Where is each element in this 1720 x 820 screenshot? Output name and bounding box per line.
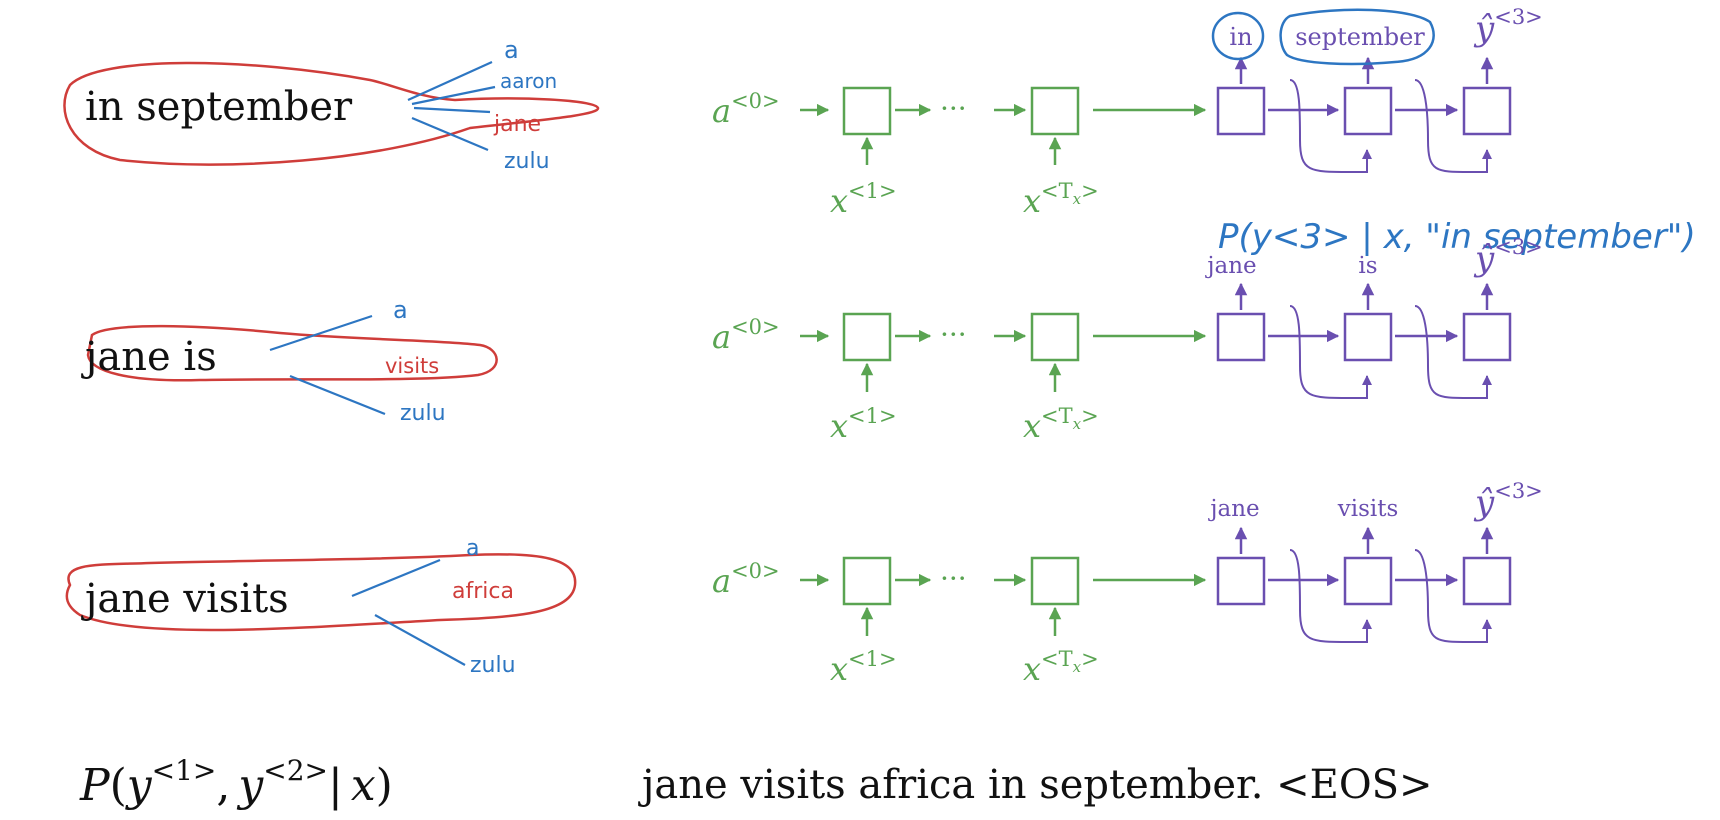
decoder-output-jane-2: jane xyxy=(1204,253,1256,279)
handwritten-probability: P(y<3> | x, "in september") xyxy=(1218,217,1696,257)
left-phrase-2: jane is xyxy=(81,334,217,380)
decoder-output-visits-3: visits xyxy=(1337,496,1399,522)
feedback-arrow-1b xyxy=(1414,79,1492,173)
encoder-cell-T-2 xyxy=(1030,312,1080,362)
decoder-cell-1-1 xyxy=(1216,86,1266,136)
candidate-visits-2: visits xyxy=(385,354,439,378)
left-phrase-1: in september xyxy=(85,84,353,130)
left-block-3: jane visits a africa zulu xyxy=(65,536,577,678)
left-phrase-3: jane visits xyxy=(81,576,289,622)
blue-circle-in xyxy=(1211,11,1265,61)
decoder-output-in-1: in xyxy=(1229,23,1252,51)
blue-circle-september xyxy=(1279,8,1435,66)
candidate-line-a-3 xyxy=(351,558,441,598)
candidate-line-zulu-3 xyxy=(374,614,466,666)
candidate-zulu-1: zulu xyxy=(504,149,550,174)
decoder-cell-3-1 xyxy=(1462,86,1512,136)
left-block-1: in september a aaron jane zulu xyxy=(63,36,600,174)
encoder-dots-2: ··· xyxy=(940,318,967,351)
candidate-jane-1: jane xyxy=(493,112,541,137)
xT-label-2: x<Tx> xyxy=(1023,404,1099,445)
encoder-dots-3: ··· xyxy=(940,562,967,595)
network-row-1: a<0> ··· x<1> x<Tx> in september ŷ<3> xyxy=(712,5,1543,220)
decoder-cell-1-3 xyxy=(1216,556,1266,606)
x1-label-3: x<1> xyxy=(830,647,897,688)
y3-label-2: ŷ<3> xyxy=(1473,235,1543,279)
encoder-cell-T-1 xyxy=(1030,86,1080,136)
candidate-a-2: a xyxy=(393,296,408,324)
x1-label-2: x<1> xyxy=(830,404,897,445)
decoder-output-jane-3: jane xyxy=(1207,496,1259,522)
candidate-a-3: a xyxy=(466,536,479,561)
encoder-cell-1-2 xyxy=(842,312,892,362)
candidate-line-a-2 xyxy=(269,314,373,352)
candidate-line-zulu-1 xyxy=(411,116,489,152)
decoder-cell-2-2 xyxy=(1343,312,1393,362)
candidate-line-a-1 xyxy=(407,60,493,102)
encoder-cell-1-1 xyxy=(842,86,892,136)
candidate-line-zulu-2 xyxy=(289,374,386,416)
candidate-aaron-1: aaron xyxy=(500,69,557,93)
feedback-arrow-1a xyxy=(1289,79,1372,173)
x1-label-1: x<1> xyxy=(830,179,897,220)
decoder-cell-1-2 xyxy=(1216,312,1266,362)
red-selection-loop-2 xyxy=(86,324,498,382)
decoder-output-is-2: is xyxy=(1358,253,1377,279)
decoder-cell-2-1 xyxy=(1343,86,1393,136)
decoder-output-september-1: september xyxy=(1295,23,1425,51)
encoder-dots-1: ··· xyxy=(940,92,967,125)
candidate-zulu-3: zulu xyxy=(470,653,516,678)
feedback-arrow-2b xyxy=(1414,305,1492,399)
feedback-arrow-3a xyxy=(1289,549,1372,643)
a0-label-1: a<0> xyxy=(712,89,780,130)
encoder-cell-T-3 xyxy=(1030,556,1080,606)
a0-label-2: a<0> xyxy=(712,315,780,356)
xT-label-1: x<Tx> xyxy=(1023,179,1099,220)
encoder-cell-1-3 xyxy=(842,556,892,606)
network-row-2: a<0> ··· x<1> x<Tx> jane is ŷ<3> xyxy=(712,235,1543,445)
bottom-probability-formula: P(y<1>,y<2>|x) xyxy=(79,754,393,811)
feedback-arrow-3b xyxy=(1414,549,1492,643)
candidate-zulu-2: zulu xyxy=(400,401,446,426)
candidate-line-jane-1 xyxy=(413,106,491,114)
left-block-2: jane is a visits zulu xyxy=(81,296,498,426)
red-selection-loop-3 xyxy=(65,553,577,632)
y3-label-3: ŷ<3> xyxy=(1473,479,1543,523)
decoder-cell-3-3 xyxy=(1462,556,1512,606)
feedback-arrow-2a xyxy=(1289,305,1372,399)
red-selection-loop-1 xyxy=(63,61,600,166)
network-row-3: a<0> ··· x<1> x<Tx> jane visits ŷ<3> xyxy=(712,479,1543,688)
decoder-cell-3-2 xyxy=(1462,312,1512,362)
a0-label-3: a<0> xyxy=(712,559,780,600)
candidate-line-aaron-1 xyxy=(411,85,496,106)
candidate-a-1: a xyxy=(504,36,519,64)
candidate-africa-3: africa xyxy=(452,579,514,604)
y3-label-1: ŷ<3> xyxy=(1473,5,1543,49)
xT-label-3: x<Tx> xyxy=(1023,647,1099,688)
decoder-cell-2-3 xyxy=(1343,556,1393,606)
bottom-sentence: jane visits africa in september. <EOS> xyxy=(638,762,1433,808)
